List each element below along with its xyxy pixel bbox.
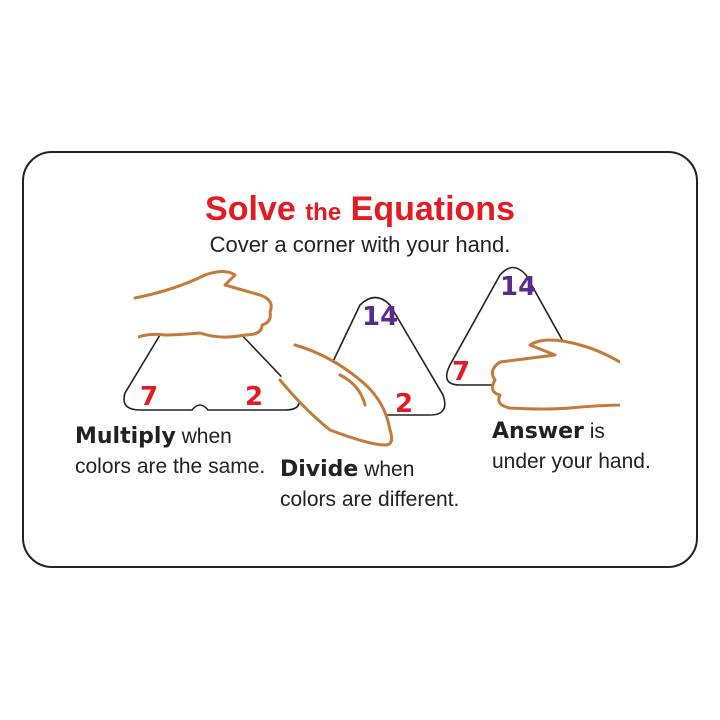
- title: Solve the Equations: [205, 190, 515, 228]
- answer-caption: Answer is under your hand.: [492, 419, 651, 473]
- multiply-caption: Multiply when colors are the same.: [75, 424, 266, 478]
- triangle-2-top-number: 14: [362, 302, 398, 332]
- triangle-2-right-number: 2: [395, 389, 413, 419]
- hand-right-icon: [490, 338, 630, 411]
- subtitle: Cover a corner with your hand.: [209, 232, 511, 257]
- triangle-3-top-number: 14: [500, 272, 536, 302]
- hand-left-icon: [133, 270, 273, 339]
- triangle-1-right-number: 2: [245, 382, 263, 412]
- divide-caption: Divide when colors are different.: [280, 457, 460, 511]
- triangle-1-left-number: 7: [140, 382, 158, 412]
- triangle-3-left-number: 7: [452, 357, 470, 387]
- hand-middle-icon: [278, 343, 394, 447]
